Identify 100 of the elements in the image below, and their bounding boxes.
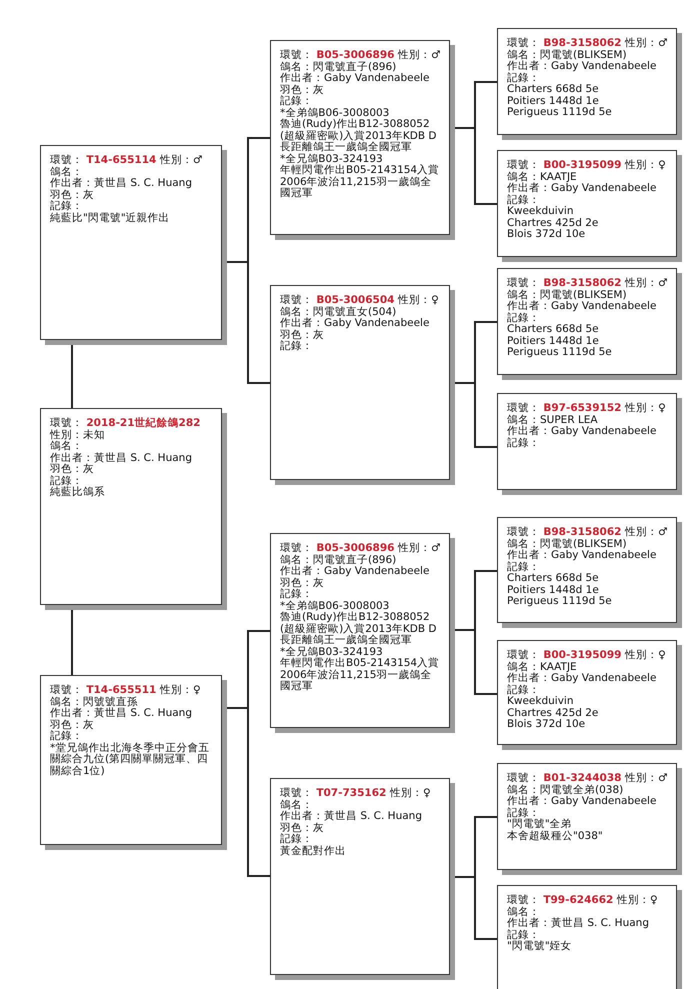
ring-label: 環號： [280, 787, 314, 799]
info-text: 記錄： [280, 834, 314, 845]
info-text: 鴿名： [507, 906, 541, 918]
info-text: "閃電號"全弟 [507, 819, 573, 830]
info-text: 作出者：Gaby Vandenabeele [507, 673, 658, 684]
info-text: *全兄鴿B03-324193 [280, 646, 384, 658]
ring-number: 2018-21世紀餘鴿282 [86, 417, 200, 429]
ring-number: B05-3006896 [316, 49, 396, 61]
sex-label: 性別：♀ [625, 159, 666, 171]
info-text: Charters 668d 5e [507, 324, 600, 336]
info-text: 作出者：Gaby Vandenabeele [507, 550, 658, 562]
info-text: 記錄： [280, 341, 314, 352]
info-text: 作出者：Gaby Vandenabeele [507, 61, 658, 72]
info-text: 記錄： [507, 312, 541, 324]
info-text: 羽色：灰 [50, 190, 95, 200]
info-text: 鴿名：閃電號(BLIKSEM) [507, 538, 628, 550]
ring-number: B98-3158062 [543, 526, 622, 538]
info-text: 記錄： [507, 562, 541, 573]
ring-number: T14-655511 [86, 684, 158, 696]
info-text: 記錄： [50, 731, 84, 742]
info-text: 羽色：灰 [280, 330, 325, 340]
info-text: 鴿名：閃號號直孫 [50, 696, 139, 708]
info-text: 純藍比鴿系 [50, 487, 106, 498]
info-text: *全兄鴿B03-324193 [280, 154, 384, 164]
sex-label: 性別：♂ [398, 542, 441, 554]
info-text: Kweekduivin [507, 206, 574, 218]
info-text: Poitiers 1448d 1e [507, 584, 600, 596]
info-text: 鴿名：KAATJE [507, 172, 578, 182]
ring-label: 環號： [507, 649, 541, 661]
info-text: Blois 372d 10e [507, 229, 586, 240]
ring-number: B00-3195099 [543, 649, 622, 661]
info-text: *全弟鴿B06-3008003 [280, 600, 390, 612]
sex-label: 性別：♀ [625, 402, 666, 414]
ring-number: B05-3006896 [316, 542, 396, 554]
info-text: 作出者：Gaby Vandenabeele [280, 566, 430, 578]
info-text: 作出者：Gaby Vandenabeele [507, 796, 658, 808]
info-text: 作出者：黃世昌 S. C. Huang [50, 708, 193, 720]
info-text: 鴿名：閃電號(BLIKSEM) [507, 50, 628, 60]
ring-label: 環號： [507, 772, 541, 784]
sex-label: 性別：♀ [390, 787, 431, 799]
info-text: 記錄： [507, 194, 541, 206]
sex-label: 性別：♀ [625, 649, 666, 661]
info-text: 純藍比"閃電號"近親作出 [50, 212, 171, 224]
info-text: Poitiers 1448d 1e [507, 336, 600, 347]
info-text: 記錄： [280, 589, 314, 600]
sex-label: 性別：♀ [616, 894, 658, 906]
info-text: 羽色：灰 [50, 720, 95, 730]
ring-label: 環號： [507, 277, 541, 289]
ring-label: 環號： [280, 542, 314, 554]
sex-label: 性別：♀ [398, 294, 439, 306]
info-text: Perigueus 1119d 5e [507, 596, 613, 608]
ring-label: 環號： [507, 894, 541, 906]
info-text: 羽色：灰 [280, 578, 325, 588]
info-text: 鴿名： [50, 166, 84, 178]
ring-number: B00-3195099 [543, 159, 622, 171]
info-text: 記錄： [50, 201, 84, 212]
ring-label: 環號： [50, 684, 84, 696]
ring-number: B01-3244038 [543, 772, 622, 784]
info-text: 鴿名： [280, 800, 314, 810]
info-text: "閃電號"姪女 [507, 941, 573, 952]
info-text: 鴿名：SUPER LEA [507, 414, 599, 426]
info-text: 本舍超級種公"038" [507, 830, 604, 842]
ring-label: 環號： [280, 294, 314, 306]
ring-label: 環號： [50, 154, 84, 166]
info-text: 羽色：灰 [280, 84, 325, 96]
info-text: 記錄： [507, 808, 541, 818]
info-text: 作出者：黃世昌 S. C. Huang [507, 918, 650, 930]
info-text: 作出者：Gaby Vandenabeele [280, 318, 430, 330]
ring-number: T14-655114 [86, 154, 158, 166]
info-text: 作出者：Gaby Vandenabeele [507, 426, 658, 438]
info-text: 作出者：Gaby Vandenabeele [280, 73, 430, 84]
info-text: 魯迪(Rudy)作出B12-3088052(超級羅密歐)入賞2013年KDB D長距離鴿王一歲鴿全國冠軍 [280, 119, 438, 154]
sex-label: 性別：♂ [160, 154, 202, 166]
info-text: 年輕閃電作出B05-2143154入賞2006年波治11,215羽一歲鴿全國冠軍 [280, 165, 440, 200]
info-text: Kweekduivin [507, 696, 574, 708]
ring-label: 環號： [507, 402, 541, 414]
ring-label: 環號： [507, 526, 541, 538]
info-text: Perigueus 1119d 5e [507, 107, 613, 118]
info-text: *堂兄鴿作出北海冬季中正分會五關綜合九位(第四關單關冠軍、四關綜合1位) [50, 742, 210, 777]
ring-number: B05-3006504 [316, 294, 396, 306]
info-text: 鴿名：閃電號直子(896) [280, 554, 398, 566]
info-text: 魯迪(Rudy)作出B12-3088052(超級羅密歐)入賞2013年KDB D長距離鴿王一歲鴿全國冠軍 [280, 612, 438, 646]
info-text: 鴿名： [50, 441, 83, 452]
sex-label: 性別：未知 [50, 428, 105, 440]
sex-label: 性別：♂ [625, 772, 668, 784]
info-text: 記錄： [507, 930, 541, 940]
ring-number: B98-3158062 [543, 277, 622, 289]
info-text: 作出者：Gaby Vandenabeele [507, 183, 658, 194]
sex-label: 性別：♂ [398, 49, 441, 61]
info-text: Charters 668d 5e [507, 84, 600, 96]
sex-label: 性別：♂ [625, 277, 668, 289]
info-text: Poitiers 1448d 1e [507, 96, 600, 107]
info-text: 記錄： [280, 96, 314, 108]
info-text: Chartres 425d 2e [507, 708, 600, 719]
ring-label: 環號： [507, 37, 541, 49]
info-text: 記錄： [507, 72, 541, 84]
ring-number: T07-735162 [316, 787, 388, 799]
info-text: 鴿名：閃電號全弟(038) [507, 784, 624, 796]
info-text: 羽色：灰 [280, 822, 325, 834]
sex-label: 性別：♂ [625, 526, 668, 538]
